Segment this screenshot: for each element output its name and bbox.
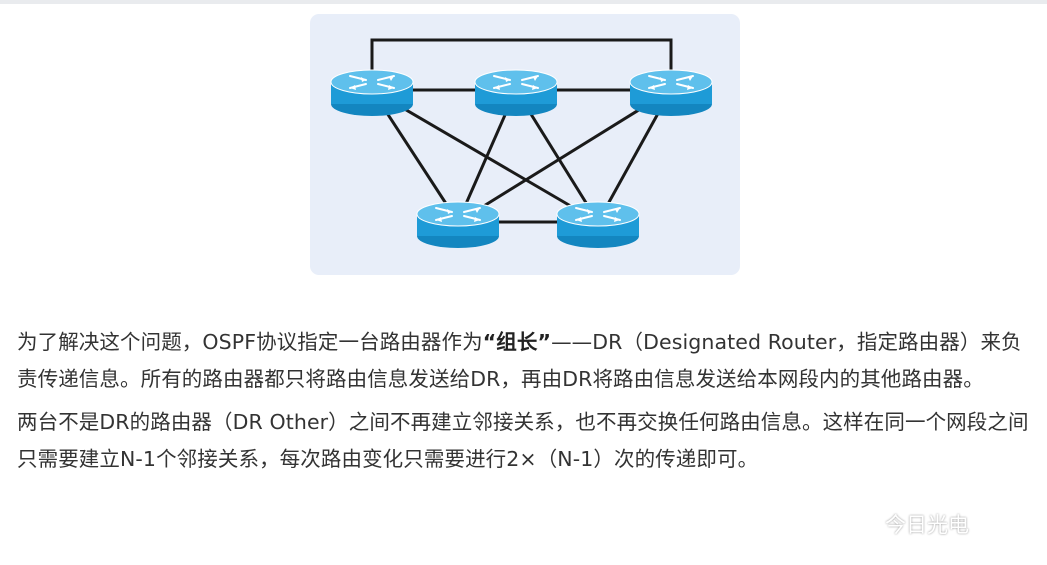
- quote-open: “: [482, 330, 497, 354]
- watermark-text: 今日光电: [885, 513, 969, 537]
- link-r1-r3: [370, 38, 673, 70]
- router-icon: [416, 201, 500, 248]
- paragraph-dr-intro: 为了解决这个问题，OSPF协议指定一台路由器作为“组长”——DR（Designa…: [17, 324, 1037, 398]
- watermark: 今日光电: [849, 509, 969, 539]
- paragraph-dr-other: 两台不是DR的路由器（DR Other）之间不再建立邻接关系，也不再交换任何路由…: [17, 410, 1029, 471]
- router-mesh-diagram: [330, 38, 713, 248]
- router-icon: [330, 69, 414, 116]
- link-r3-r4: [457, 88, 672, 224]
- router-icon: [474, 69, 558, 116]
- article-body: 为了解决这个问题，OSPF协议指定一台路由器作为“组长”——DR（Designa…: [17, 324, 1037, 484]
- paragraph-1-text-b: ——DR（Designated Router，指定路由器）来负责传递信息。所有的…: [17, 330, 1022, 391]
- wechat-icon: [849, 513, 878, 535]
- paragraph-1-text-a: 为了解决这个问题，OSPF协议指定一台路由器作为: [17, 330, 483, 354]
- top-divider: [0, 0, 1047, 4]
- quote-close: ”: [537, 330, 552, 354]
- network-diagram: [310, 14, 740, 275]
- router-icon: [629, 69, 713, 116]
- link-r1-r5: [371, 88, 599, 224]
- router-icon: [556, 201, 640, 248]
- bold-term-leader: 组长: [496, 330, 538, 354]
